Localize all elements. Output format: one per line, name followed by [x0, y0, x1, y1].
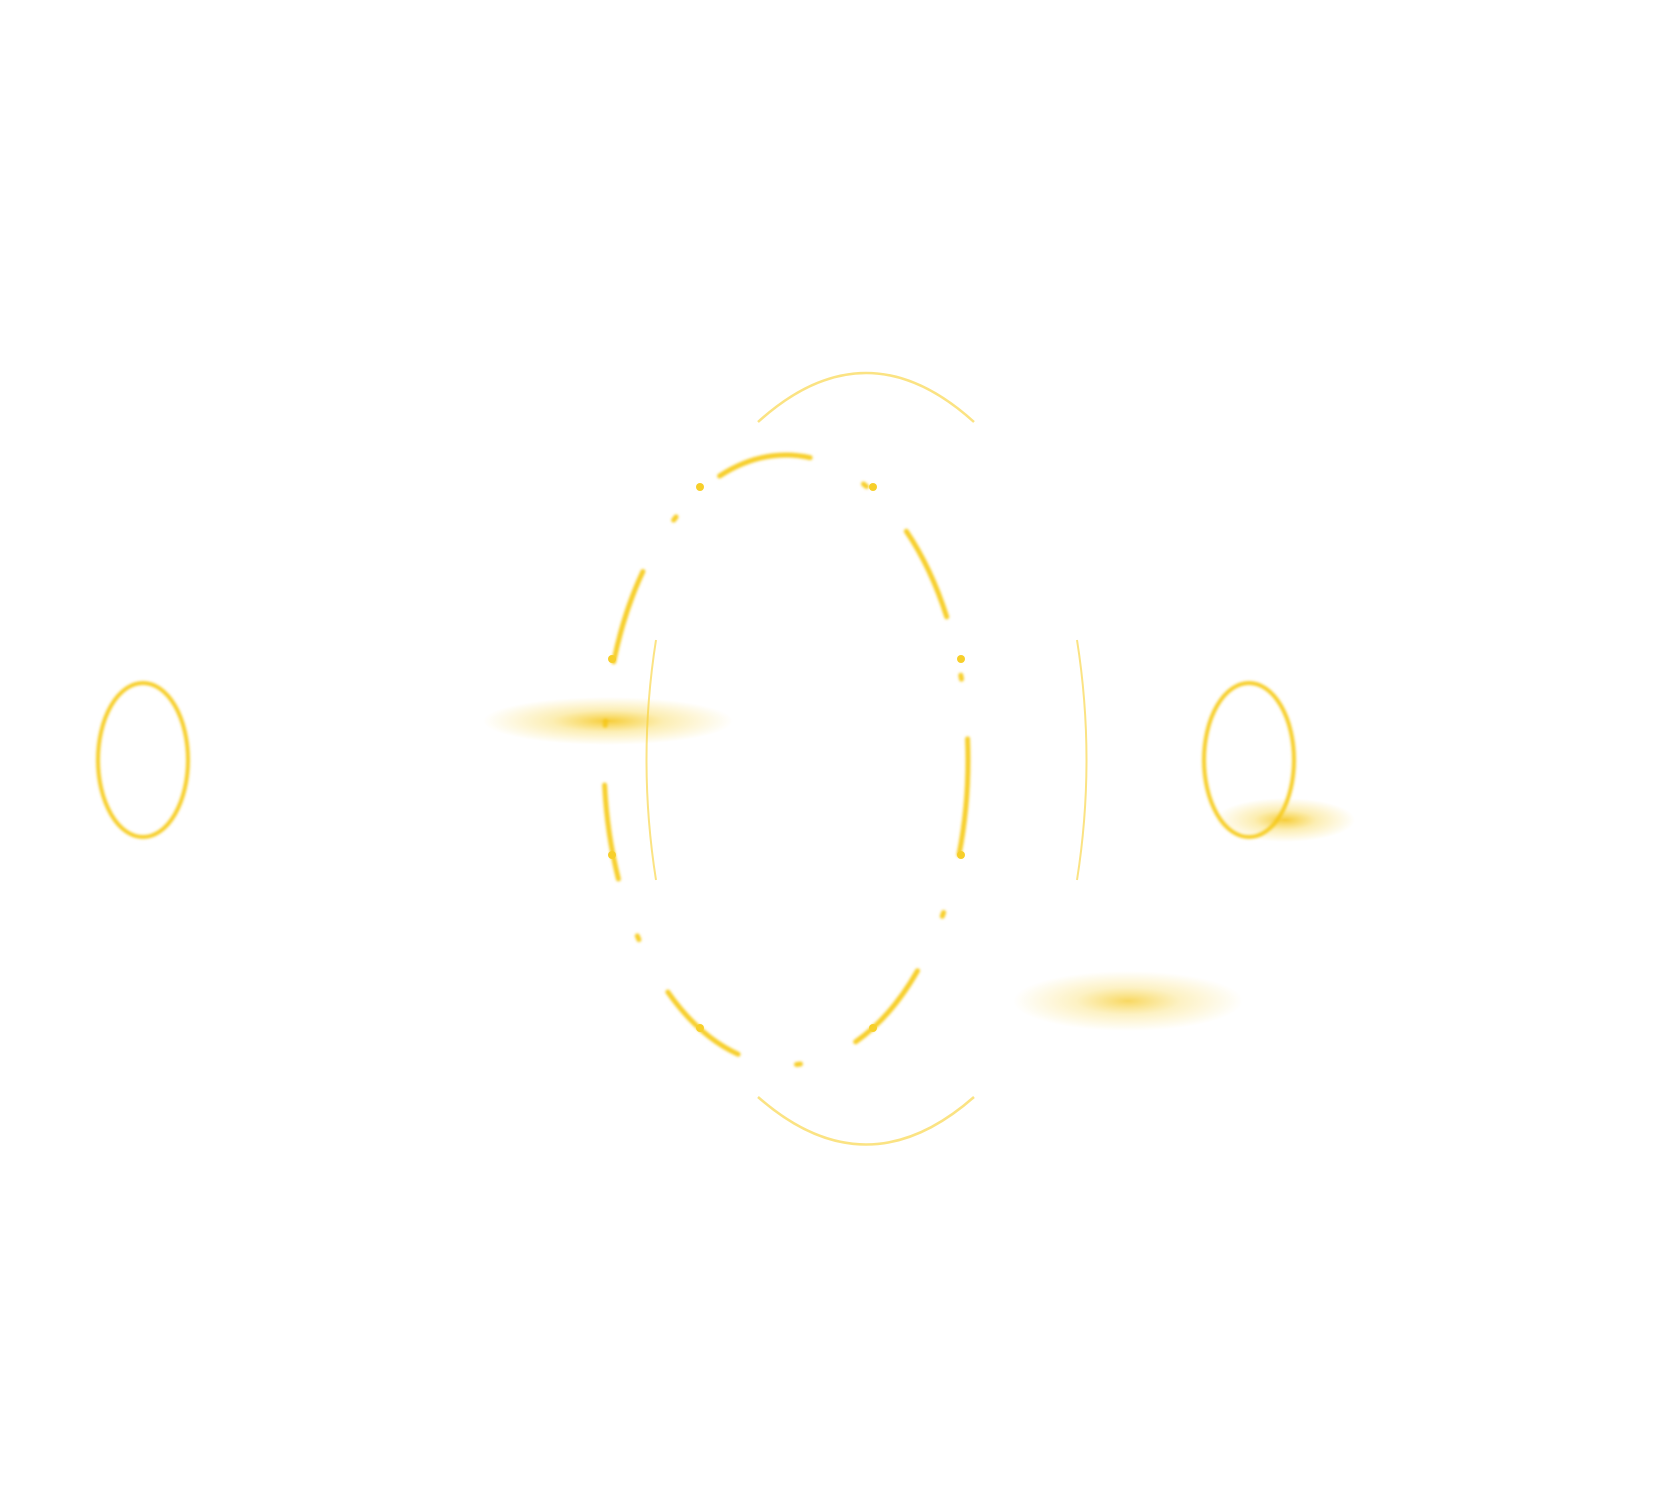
glow-bottom-right	[1013, 971, 1243, 1031]
outer-pale-arc-right	[1076, 639, 1088, 881]
left-small-ring	[96, 681, 190, 839]
glow-right-small-ring	[1215, 798, 1355, 842]
ring-dots	[608, 483, 965, 1032]
glow-left-center	[483, 697, 733, 745]
outer-pale-arc-left	[645, 639, 657, 881]
dashed-central-ring	[601, 452, 971, 1068]
outer-pale-arc-top	[757, 371, 975, 423]
outer-pale-arc-bottom	[757, 1096, 975, 1146]
